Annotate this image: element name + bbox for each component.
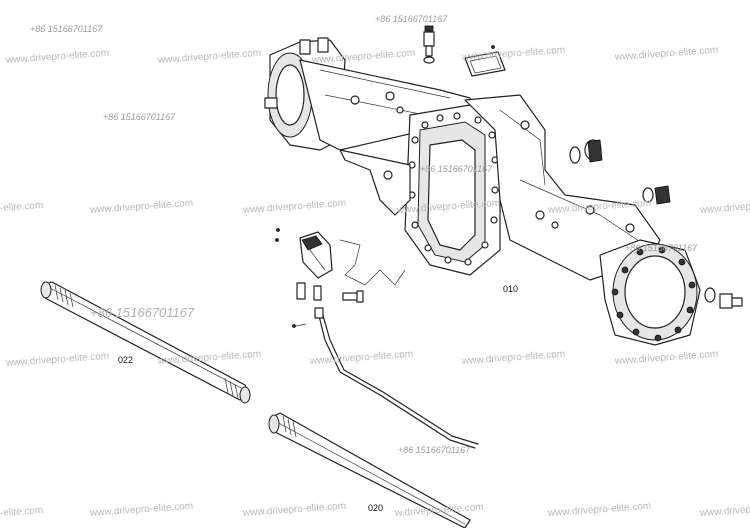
- part-label-housing: 010: [503, 284, 519, 294]
- watermark-phone: +86 15166701167: [375, 14, 448, 24]
- watermark-phone-large: +86 15166701167: [90, 305, 195, 320]
- drain-plug-drawing: [704, 287, 743, 309]
- watermark-phone: +86 15166701167: [398, 445, 471, 455]
- plug-seal-drawing: [569, 139, 671, 205]
- part-label-shaft-upper: 022: [118, 355, 134, 365]
- brake-bracket-drawing: [275, 228, 406, 303]
- watermark-phone: +86 15166701167: [625, 243, 698, 253]
- breather-valve-drawing: [423, 25, 435, 64]
- hub-bolt-holes: [611, 246, 696, 342]
- watermark-phone: +86 15166701167: [420, 164, 493, 174]
- watermark-phone: +86 15166701167: [103, 112, 176, 122]
- brake-rod-drawing: [292, 307, 479, 449]
- axle-housing-drawing: [264, 37, 701, 346]
- watermark-phone: +86 15166701167: [30, 24, 103, 34]
- axle-shaft-lower-drawing: [268, 412, 471, 528]
- axle-shaft-upper-drawing: [40, 281, 251, 404]
- cover-gasket-drawing: [464, 45, 506, 77]
- part-label-shaft-lower: 020: [368, 503, 384, 513]
